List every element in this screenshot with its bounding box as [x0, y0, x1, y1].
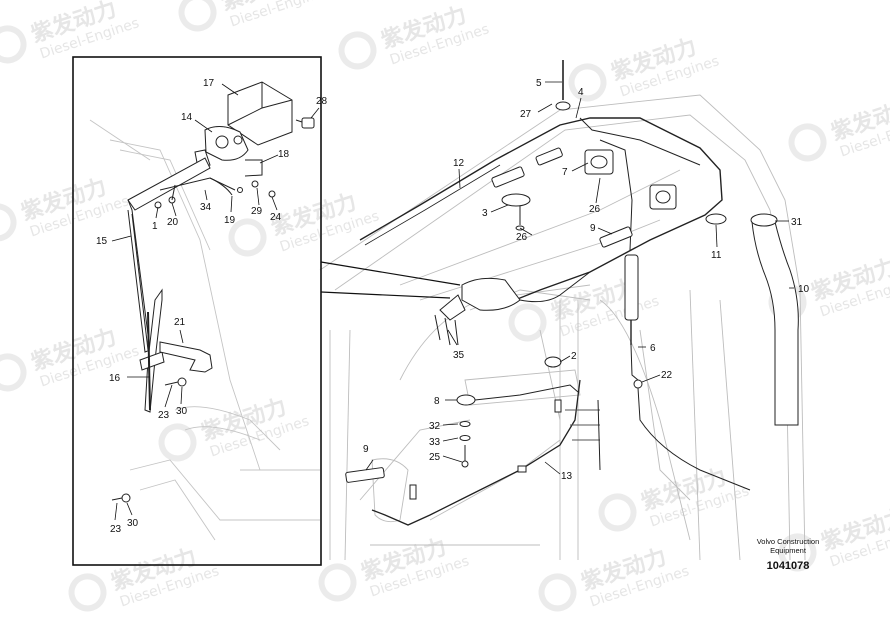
callout-label: 33	[429, 437, 441, 448]
watermark-logo-icon	[228, 218, 267, 257]
callout-label: 21	[174, 317, 186, 328]
watermark-logo-icon	[788, 123, 827, 162]
callout-label: 15	[96, 236, 108, 247]
detail-inset	[72, 56, 461, 566]
callout-label: 14	[181, 112, 193, 123]
watermark-logo-icon	[598, 493, 637, 532]
watermark-logo-icon	[0, 353, 27, 392]
callout-label: 20	[167, 217, 179, 228]
wiper-arm	[127, 157, 211, 211]
dome-lamp	[501, 193, 531, 207]
inset-cab-outline	[89, 119, 320, 541]
callout-labels: 17 28 14 18 1 20 34 19 29 24 15 21 16 23…	[96, 78, 810, 535]
drawing-number: 1041078	[766, 560, 810, 572]
inset-frame	[72, 56, 322, 566]
inset-leader-bottom	[320, 291, 451, 299]
callout-label: 29	[251, 206, 263, 217]
drawing-caption: Volvo Construction Equipment 1041078	[738, 537, 838, 572]
screw	[301, 117, 315, 129]
callout-label: 17	[203, 78, 215, 89]
roof-harness	[359, 117, 723, 303]
gas-strut	[624, 254, 639, 321]
watermark-logo-icon	[778, 533, 817, 572]
watermark-logo-icon	[318, 563, 357, 602]
inset-parts	[111, 81, 315, 503]
callout-label: 23	[158, 410, 170, 421]
callout-label: 32	[429, 421, 441, 432]
washer-bracket	[159, 341, 213, 373]
inset-leader-top	[320, 261, 461, 286]
callout-label: 4	[578, 87, 584, 98]
callout-label: 2	[571, 351, 577, 362]
watermark-logo-icon	[538, 573, 577, 612]
watermark-logo-icon	[508, 303, 547, 342]
callout-label: 30	[127, 518, 139, 529]
callout-label: 23	[110, 524, 122, 535]
lower-harness	[371, 379, 581, 526]
callout-label: 34	[200, 202, 212, 213]
watermark-logo-icon	[68, 573, 107, 612]
watermark-logo-icon	[0, 203, 17, 242]
motor-bracket	[244, 159, 263, 177]
callout-label: 26	[516, 232, 528, 243]
switch-plate	[345, 467, 385, 483]
callout-label: 27	[520, 109, 532, 120]
watermark-logo-icon	[178, 0, 217, 32]
callout-label: 10	[798, 284, 810, 295]
interior-lamp	[544, 356, 562, 368]
air-duct	[751, 221, 799, 426]
callout-label: 18	[278, 149, 290, 160]
callout-label: 28	[316, 96, 328, 107]
callout-label: 31	[791, 217, 803, 228]
callout-label: 3	[482, 208, 488, 219]
leader-lines	[111, 81, 794, 521]
callout-label: 7	[562, 167, 568, 178]
callout-label: 11	[711, 250, 722, 261]
callout-label: 25	[429, 452, 441, 463]
callout-label: 8	[434, 396, 440, 407]
callout-label: 1	[152, 221, 158, 232]
main-parts	[345, 60, 799, 526]
callout-label: 5	[536, 78, 542, 89]
wiper-motor	[204, 126, 249, 161]
callout-label: 35	[453, 350, 465, 361]
callout-label: 19	[224, 215, 236, 226]
callout-label: 9	[363, 444, 369, 455]
callout-label: 22	[661, 370, 673, 381]
callout-label: 16	[109, 373, 121, 384]
switch	[456, 394, 476, 406]
watermark-logo-icon	[0, 25, 27, 64]
watermark-logo-icon	[568, 63, 607, 102]
caption-division: Equipment	[770, 546, 806, 555]
speaker-module	[584, 149, 614, 175]
watermark-logo-icon	[338, 31, 377, 70]
watermark-logo-icon	[158, 423, 197, 462]
callout-label: 9	[590, 223, 596, 234]
callout-label: 13	[561, 471, 573, 482]
callout-label: 26	[589, 204, 601, 215]
callout-label: 24	[270, 212, 282, 223]
duct-cap	[750, 213, 778, 227]
callout-label: 6	[650, 343, 656, 354]
callout-label: 12	[453, 158, 465, 169]
grommet	[705, 213, 727, 225]
callout-label: 30	[176, 406, 188, 417]
caption-company: Volvo Construction	[756, 537, 820, 546]
